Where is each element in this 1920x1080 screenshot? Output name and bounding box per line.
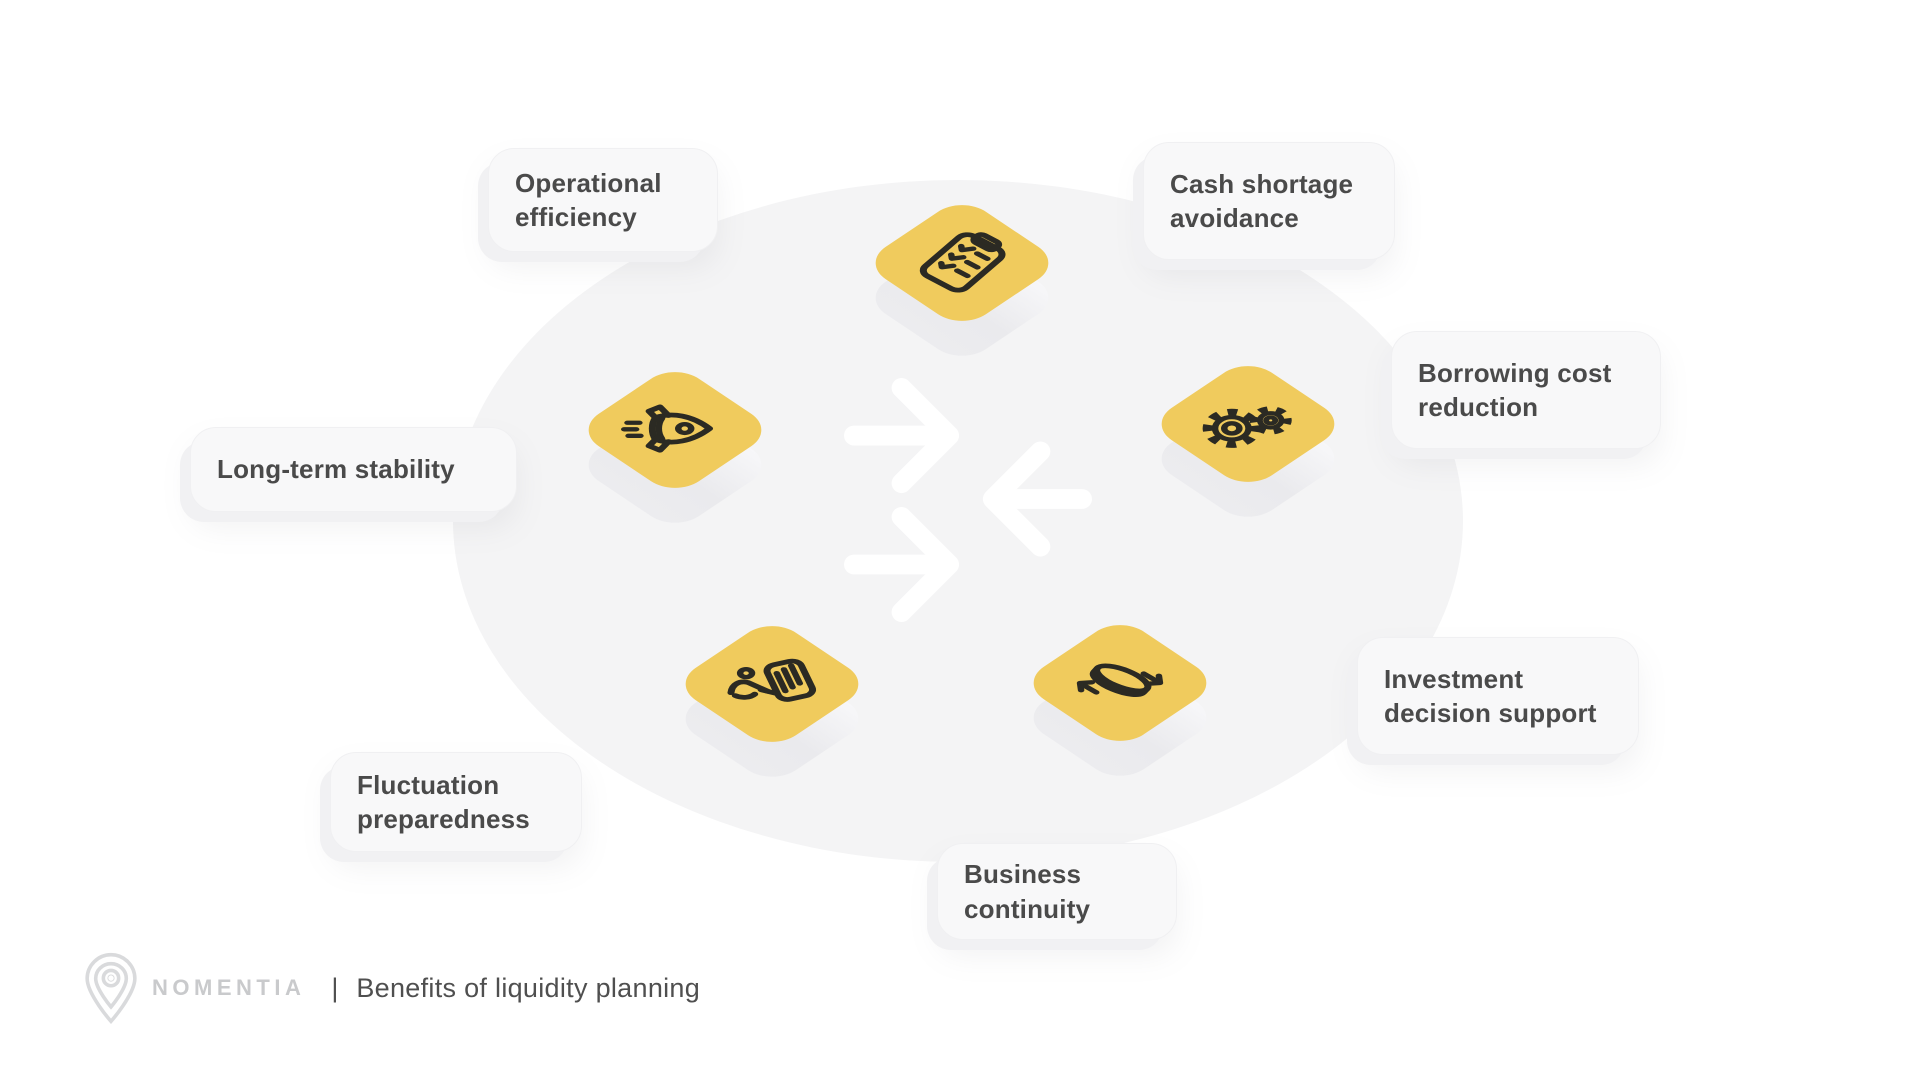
- clipboard-checklist-icon: [919, 232, 1006, 293]
- label-card-business-continuity: Business continuity: [937, 843, 1177, 940]
- tile-face: [671, 616, 873, 752]
- label-text: Cash shortage avoidance: [1170, 168, 1354, 233]
- footer-separator: |: [331, 972, 339, 1003]
- tile-clipboard: [861, 163, 1063, 366]
- converging-arrows-icon: [844, 377, 1092, 623]
- tile-face: [574, 362, 776, 498]
- coin-transfer-icon: [1076, 663, 1164, 697]
- gears-icon: [1202, 406, 1292, 448]
- label-text: Investment decision support: [1384, 663, 1597, 728]
- footer: NOMENTIA | Benefits of liquidity plannin…: [82, 950, 700, 1026]
- label-card-borrowing-cost-reduction: Borrowing cost reduction: [1391, 331, 1661, 449]
- label-text: Fluctuation preparedness: [357, 769, 530, 834]
- label-card-investment-decision-support: Investment decision support: [1357, 637, 1639, 755]
- tile-person-chart: [671, 584, 873, 787]
- tile-rocket: [574, 330, 776, 533]
- rocket-icon: [621, 404, 714, 453]
- label-card-cash-shortage-avoidance: Cash shortage avoidance: [1143, 142, 1395, 260]
- label-card-fluctuation-preparedness: Fluctuation preparedness: [330, 752, 582, 852]
- tile-face: [1019, 615, 1221, 751]
- location-pin-icon: [85, 952, 137, 1024]
- label-text: Long-term stability: [217, 454, 455, 485]
- footer-caption: Benefits of liquidity planning: [356, 972, 701, 1003]
- label-text: Business continuity: [964, 859, 1091, 924]
- tile-face: [861, 195, 1063, 331]
- tile-coin-transfer: [1019, 583, 1221, 786]
- label-card-long-term-stability: Long-term stability: [190, 427, 517, 512]
- label-text: Operational efficiency: [515, 167, 662, 232]
- tile-gears: [1147, 324, 1349, 527]
- label-card-operational-efficiency: Operational efficiency: [488, 148, 718, 252]
- person-chart-icon: [727, 658, 817, 702]
- label-text: Borrowing cost reduction: [1418, 357, 1612, 422]
- brand-wordmark: NOMENTIA: [152, 975, 306, 1000]
- tile-face: [1147, 356, 1349, 492]
